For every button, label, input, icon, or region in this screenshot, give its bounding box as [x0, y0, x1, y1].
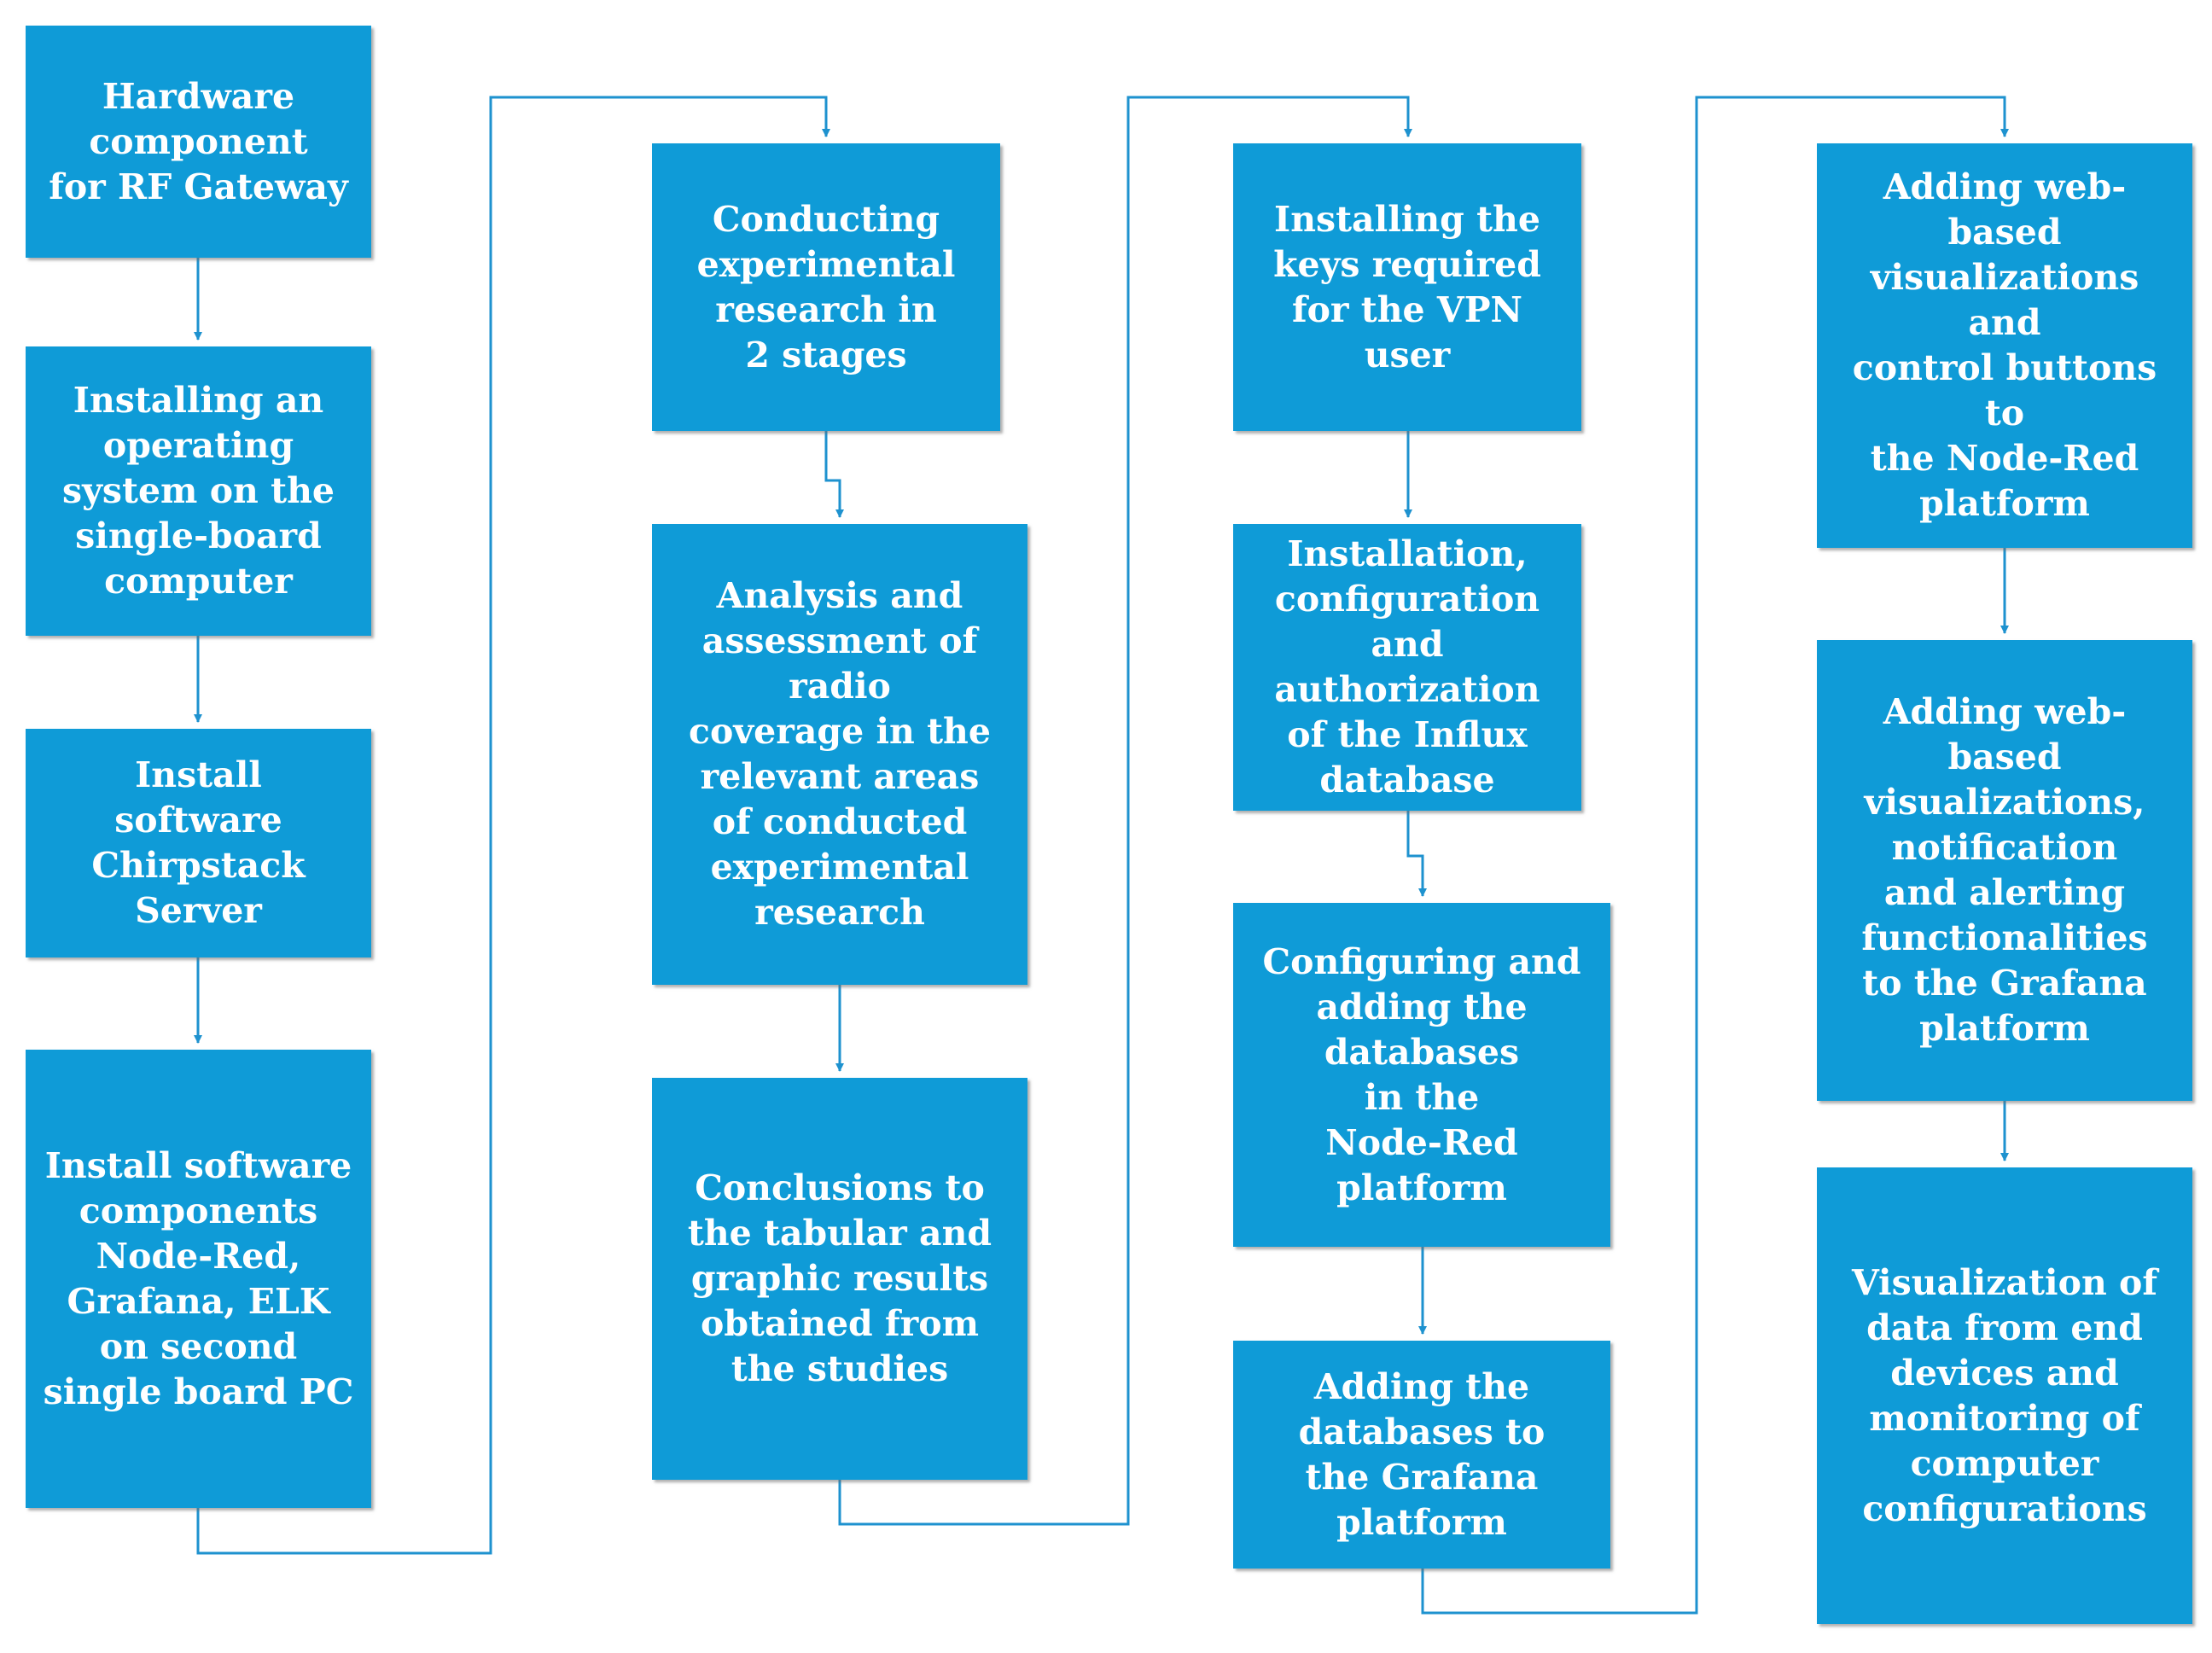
connector-s9-s10 — [1406, 811, 1427, 897]
connector-s4-s5 — [196, 96, 830, 1555]
step-label: Analysis and assessment of radio coverag… — [689, 575, 991, 933]
step-influx-database: Installation, configuration and authoriz… — [1233, 524, 1581, 811]
step-label: Adding web-based visualizations and cont… — [1852, 166, 2157, 524]
connector-s7-s8 — [838, 96, 1412, 1526]
step-label: Install software components Node-Red, Gr… — [43, 1144, 354, 1412]
step-label: Visualization of data from end devices a… — [1851, 1261, 2158, 1529]
step-node-red-databases: Configuring and adding the databases in … — [1233, 903, 1610, 1247]
step-install-os: Installing an operating system on the si… — [26, 346, 371, 636]
step-node-red-visualizations: Adding web-based visualizations and cont… — [1817, 143, 2192, 548]
step-label: Conducting experimental research in 2 st… — [696, 198, 956, 375]
step-hardware-component: Hardware component for RF Gateway — [26, 26, 371, 258]
step-label: Install software Chirpstack Server — [91, 754, 306, 931]
step-label: Installing an operating system on the si… — [62, 380, 335, 602]
step-install-chirpstack: Install software Chirpstack Server — [26, 729, 371, 957]
step-label: Configuring and adding the databases in … — [1262, 940, 1581, 1208]
step-label: Adding web-based visualizations, notific… — [1861, 691, 2148, 1049]
connector-s11-s12 — [1421, 96, 2009, 1615]
connector-s5-s6 — [824, 431, 844, 518]
step-visualization-monitoring: Visualization of data from end devices a… — [1817, 1167, 2192, 1624]
step-grafana-visualizations: Adding web-based visualizations, notific… — [1817, 640, 2192, 1101]
step-radio-coverage-analysis: Analysis and assessment of radio coverag… — [652, 524, 1027, 985]
step-install-software-components: Install software components Node-Red, Gr… — [26, 1050, 371, 1508]
step-label: Conclusions to the tabular and graphic r… — [687, 1167, 992, 1389]
step-grafana-databases: Adding the databases to the Grafana plat… — [1233, 1341, 1610, 1569]
step-label: Adding the databases to the Grafana plat… — [1298, 1365, 1545, 1543]
step-conclusions: Conclusions to the tabular and graphic r… — [652, 1078, 1027, 1480]
step-label: Installing the keys required for the VPN… — [1273, 198, 1541, 375]
step-label: Hardware component for RF Gateway — [49, 75, 348, 207]
step-experimental-research: Conducting experimental research in 2 st… — [652, 143, 1000, 431]
step-vpn-keys: Installing the keys required for the VPN… — [1233, 143, 1581, 431]
step-label: Installation, configuration and authoriz… — [1274, 533, 1540, 800]
